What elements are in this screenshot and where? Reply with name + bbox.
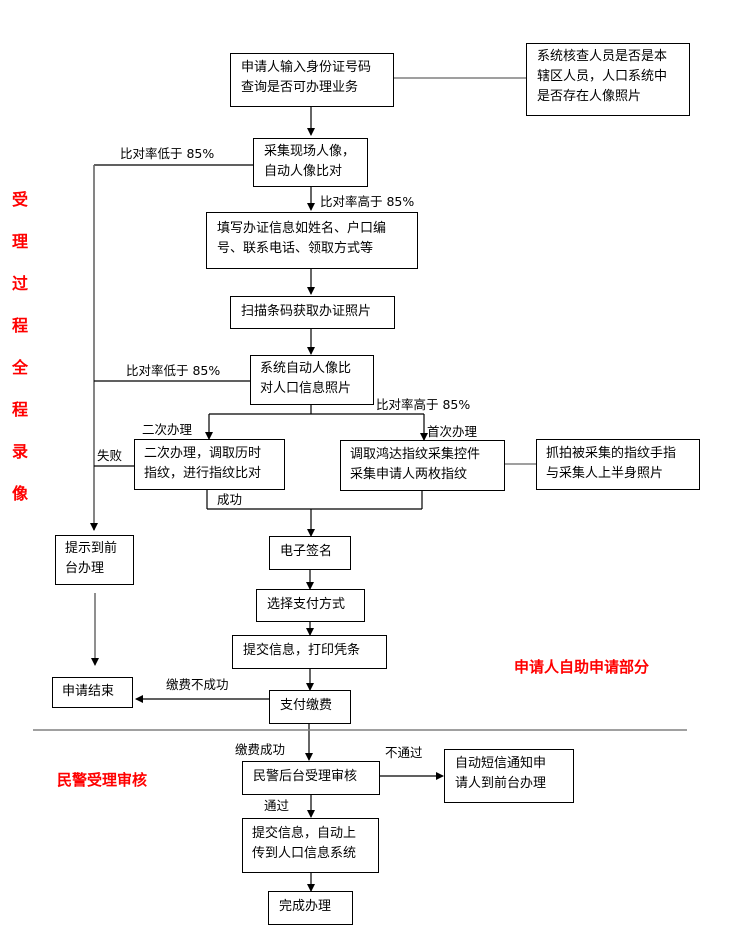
node-compare-population: 系统自动人像比 对人口信息照片 (250, 355, 374, 405)
node-snapshot: 抓拍被采集的指纹手指 与采集人上半身照片 (536, 439, 700, 490)
side-char: 程 (11, 316, 28, 335)
node-end-application: 申请结束 (52, 677, 133, 708)
node-second-time: 二次办理，调取历时 指纹，进行指纹比对 (134, 439, 285, 490)
node-first-time: 调取鸿达指纹采集控件 采集申请人两枚指纹 (340, 440, 505, 491)
edge-label-second-time: 二次办理 (142, 422, 193, 437)
edge-label-reject: 不通过 (385, 745, 423, 760)
section-label-self-service: 申请人自助申请部分 (514, 658, 650, 676)
edge-label-success: 成功 (217, 492, 243, 507)
side-char: 全 (11, 358, 28, 377)
edge-label-first-time: 首次办理 (427, 424, 478, 439)
edge-label-pay-success: 缴费成功 (235, 742, 286, 757)
node-system-check: 系统核查人员是否是本 辖区人员，人口系统中 是否存在人像照片 (526, 43, 690, 116)
node-complete: 完成办理 (268, 891, 353, 925)
node-choose-payment: 选择支付方式 (256, 589, 365, 622)
node-scan-barcode: 扫描条码获取办证照片 (230, 296, 395, 329)
edge-label-high-rate-1: 比对率高于 85% (320, 194, 415, 209)
section-label-police-review: 民警受理审核 (57, 771, 148, 789)
node-submit-upload: 提交信息，自动上 传到人口信息系统 (242, 818, 379, 873)
edge-label-low-rate-1: 比对率低于 85% (120, 146, 215, 161)
node-prompt-front-desk: 提示到前 台办理 (55, 535, 134, 585)
side-char: 受 (11, 190, 28, 209)
side-char: 程 (11, 400, 28, 419)
node-submit-print: 提交信息，打印凭条 (232, 635, 387, 669)
side-char: 录 (11, 442, 28, 461)
node-fill-info: 填写办证信息如姓名、户口编 号、联系电话、领取方式等 (206, 212, 418, 269)
node-police-review: 民警后台受理审核 (242, 761, 380, 795)
node-e-signature: 电子签名 (269, 536, 351, 570)
edge-label-pass: 通过 (264, 798, 290, 813)
edge-label-low-rate-2: 比对率低于 85% (126, 363, 221, 378)
edge-label-pay-fail: 缴费不成功 (166, 677, 229, 692)
node-capture-face: 采集现场人像， 自动人像比对 (253, 138, 368, 187)
side-char: 理 (11, 232, 28, 251)
node-pay-fee: 支付缴费 (269, 690, 351, 724)
side-char: 像 (11, 484, 28, 503)
node-input-id: 申请人输入身份证号码 查询是否可办理业务 (230, 53, 394, 107)
node-sms-notify: 自动短信通知申 请人到前台办理 (444, 749, 574, 803)
edge-label-high-rate-2: 比对率高于 85% (376, 397, 471, 412)
side-label-vertical: 受 理 过 程 全 程 录 像 (10, 188, 30, 524)
side-char: 过 (11, 274, 28, 293)
edge-label-fail: 失败 (97, 448, 123, 463)
